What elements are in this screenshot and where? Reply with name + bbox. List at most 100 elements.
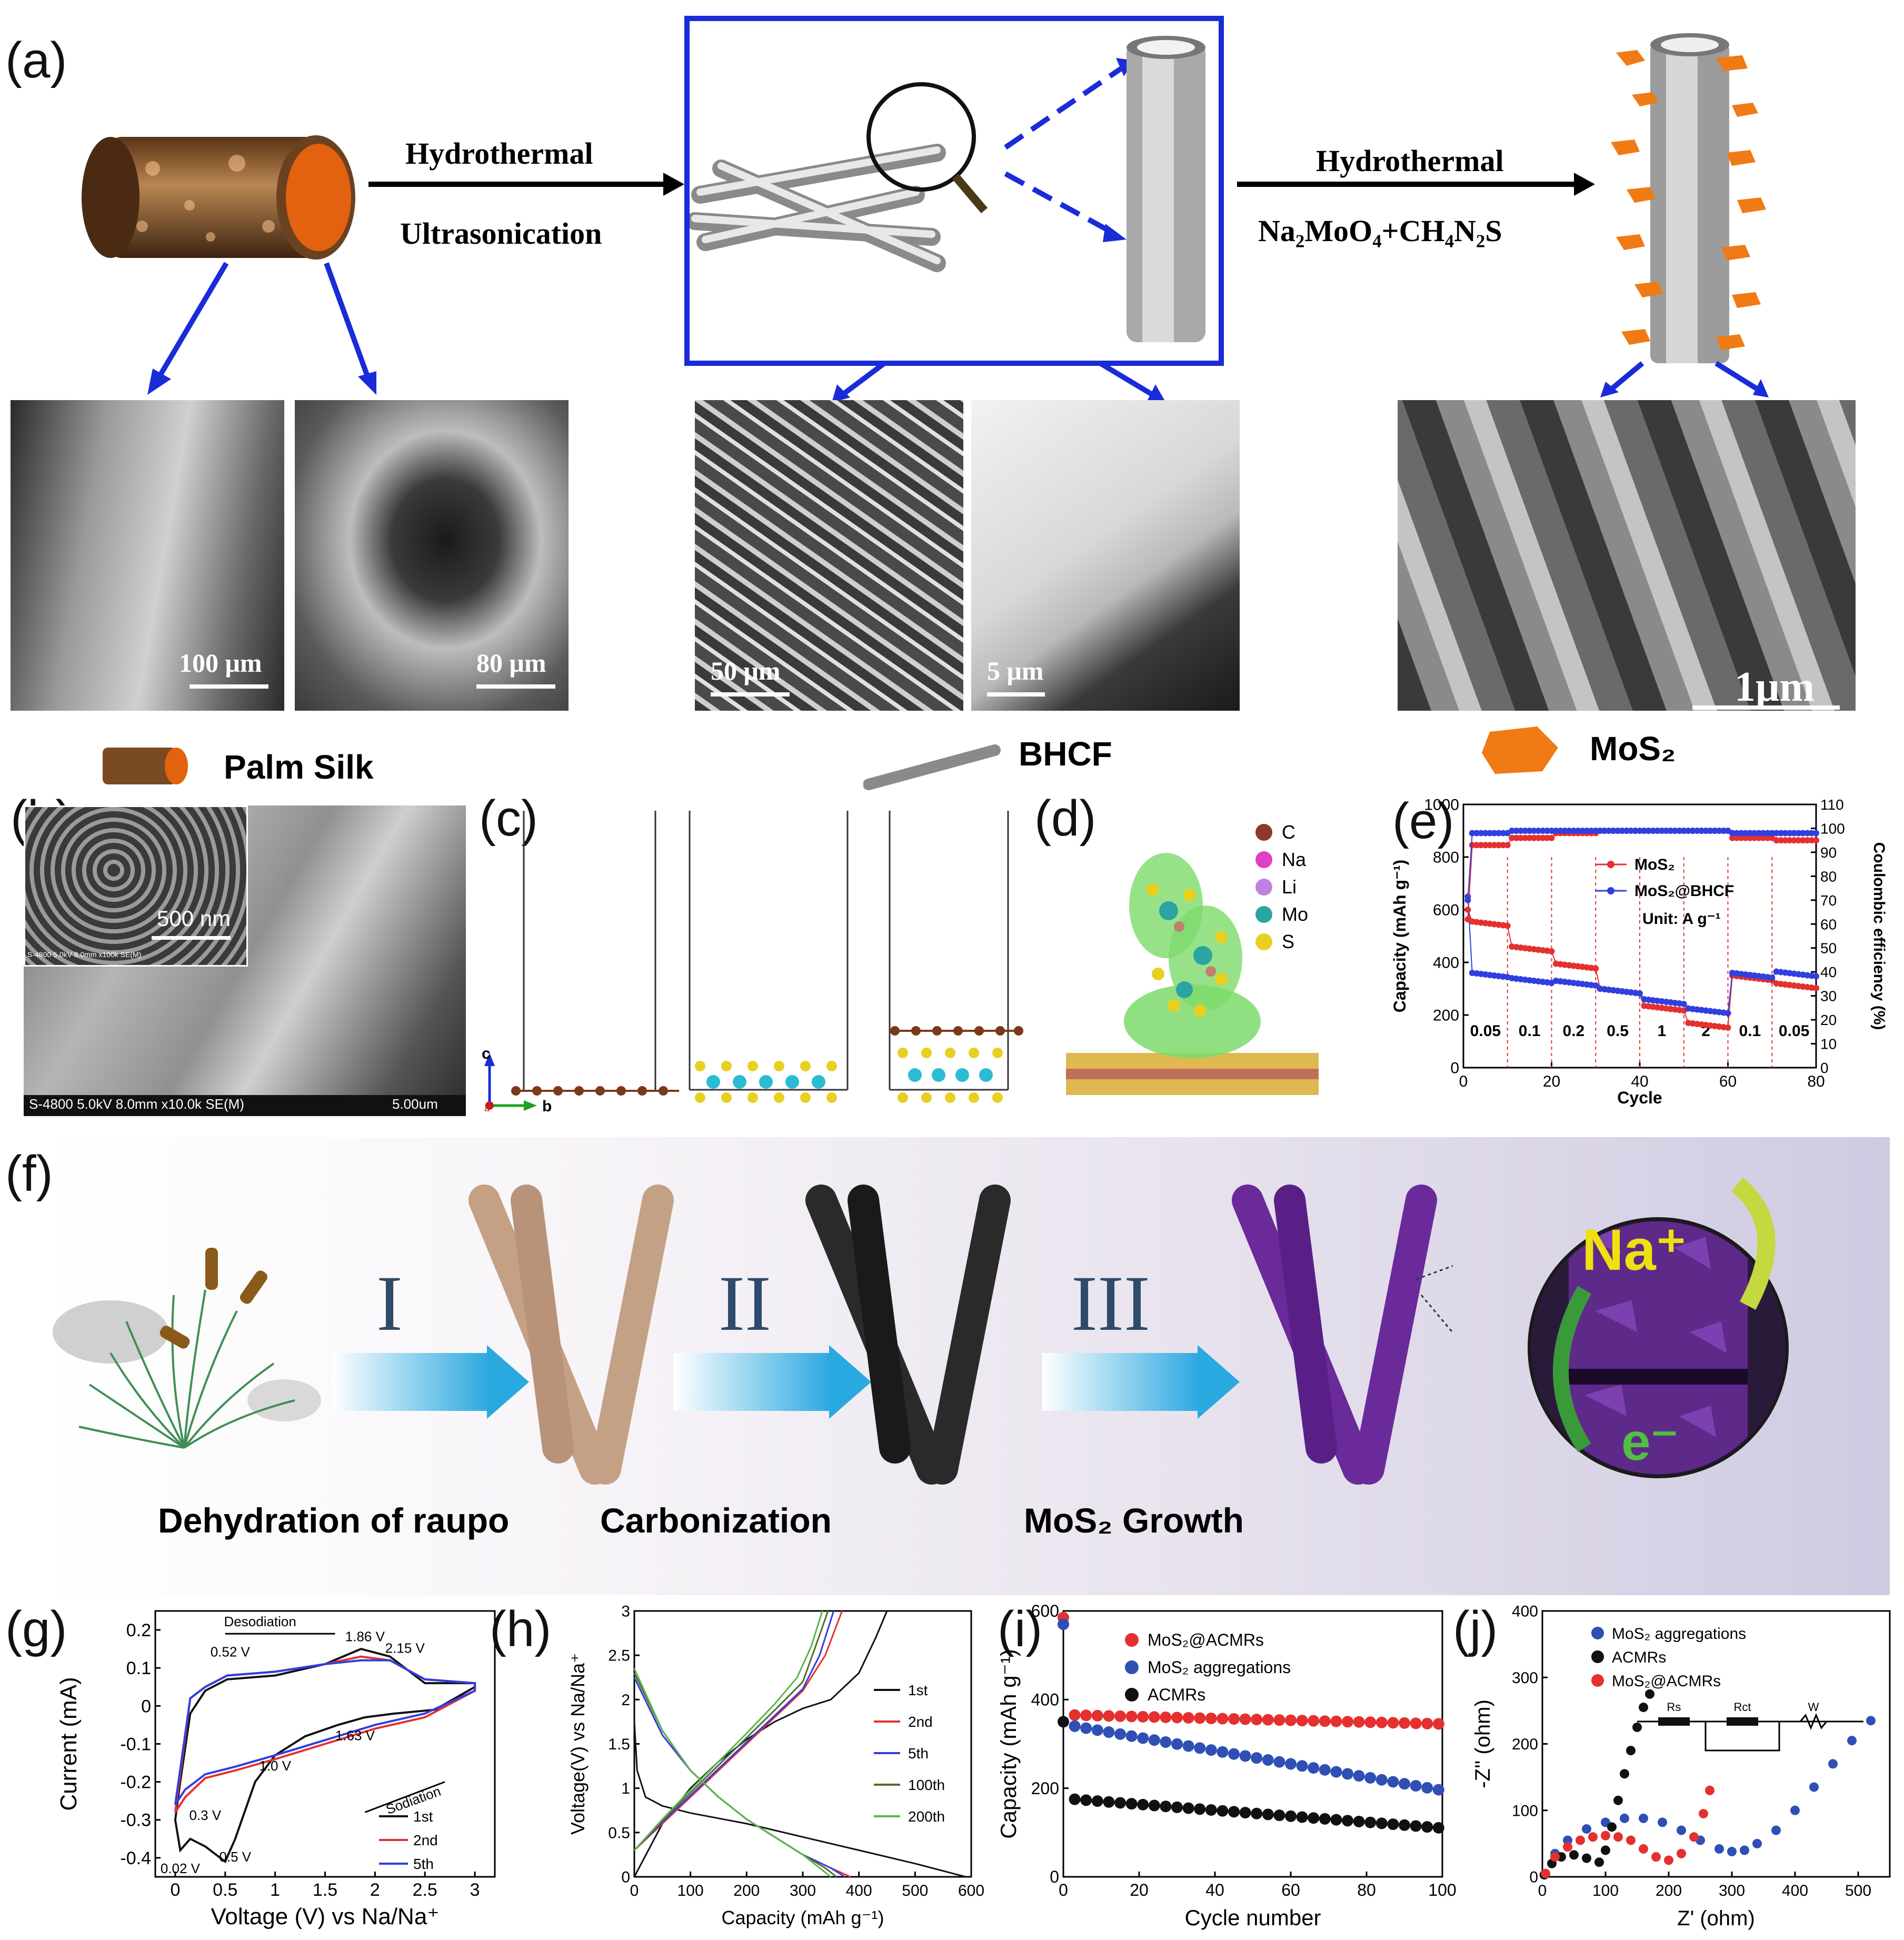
chart-e-rate-label: 0.1 bbox=[1739, 1022, 1761, 1040]
chart-i-point bbox=[1399, 1819, 1410, 1831]
chart-j-point bbox=[1714, 1844, 1724, 1854]
chart-g-annotation: 0.5 V bbox=[219, 1849, 251, 1865]
chart-i-point bbox=[1262, 1808, 1274, 1820]
chart-j-legend-marker bbox=[1591, 1627, 1604, 1639]
chart-i-point bbox=[1342, 1815, 1353, 1827]
chart-i-point bbox=[1410, 1717, 1422, 1729]
panel-label-a: (a) bbox=[5, 32, 67, 88]
chart-i-point bbox=[1364, 1816, 1377, 1828]
chart-i-xlabel: Cycle number bbox=[1184, 1905, 1321, 1930]
chart-g-ytick-label: -0.4 bbox=[120, 1848, 151, 1868]
chart-e-point bbox=[1769, 830, 1776, 837]
chart-h-charge-1 bbox=[633, 1610, 843, 1851]
chart-j-legend-label: MoS₂ aggregations bbox=[1612, 1625, 1746, 1643]
chart-h-xtick-label: 500 bbox=[902, 1882, 928, 1899]
chart-h-legend-label: 2nd bbox=[908, 1714, 933, 1730]
chart-i-first-point bbox=[1058, 1716, 1069, 1728]
chart-e-ytick-label: 200 bbox=[1433, 1007, 1459, 1024]
scale-bar-100um: 100 μm bbox=[179, 648, 262, 678]
chart-j-point bbox=[1677, 1825, 1686, 1835]
chart-i-point bbox=[1353, 1770, 1365, 1782]
chart-j-xtick-label: 0 bbox=[1538, 1882, 1547, 1899]
chart-i-point bbox=[1421, 1821, 1433, 1833]
chart-i-legend-marker bbox=[1125, 1688, 1139, 1702]
chart-j-point bbox=[1705, 1785, 1714, 1795]
chart-j-point bbox=[1639, 1844, 1648, 1854]
panel-b-footer-bar bbox=[24, 1095, 466, 1116]
chart-e-point bbox=[1742, 834, 1749, 841]
chart-h-ytick-label: 0 bbox=[621, 1869, 630, 1886]
chart-i-xtick-label: 80 bbox=[1357, 1881, 1376, 1899]
chart-e-point bbox=[1478, 842, 1484, 849]
chart-e-point bbox=[1738, 830, 1744, 837]
chart-i-point bbox=[1375, 1774, 1388, 1786]
chart-i-point bbox=[1262, 1714, 1274, 1726]
chart-i-point bbox=[1103, 1710, 1115, 1722]
chart-e-point bbox=[1813, 985, 1819, 991]
chart-j-point bbox=[1740, 1845, 1749, 1855]
chart-e-point bbox=[1799, 830, 1806, 837]
chart-e-ylabel: Capacity (mAh g⁻¹) bbox=[1390, 860, 1409, 1013]
step2-bottom-label: Na₂MoO₄+CH₄N₂S bbox=[1258, 214, 1502, 248]
chart-i-point bbox=[1148, 1734, 1160, 1746]
panel-label-j: (j) bbox=[1453, 1601, 1498, 1657]
axis-label-b: b bbox=[542, 1098, 552, 1115]
chart-j-point bbox=[1699, 1809, 1708, 1819]
chart-e-xtick-label: 60 bbox=[1719, 1073, 1737, 1090]
chart-e-point bbox=[1517, 828, 1524, 834]
chart-i-point bbox=[1432, 1784, 1444, 1796]
chart-e-y2tick-label: 40 bbox=[1820, 964, 1837, 980]
chart-e-ytick-label: 600 bbox=[1433, 902, 1459, 919]
step2-top-label: Hydrothermal bbox=[1316, 144, 1504, 178]
chart-e-point bbox=[1509, 834, 1516, 841]
chart-i-point bbox=[1262, 1754, 1274, 1766]
step-III-label: III bbox=[1071, 1260, 1150, 1347]
chart-j-point bbox=[1613, 1795, 1623, 1805]
chart-i-point bbox=[1330, 1715, 1342, 1727]
chart-i-point bbox=[1114, 1728, 1126, 1740]
chart-i-point bbox=[1160, 1800, 1172, 1813]
chart-e-point bbox=[1650, 828, 1657, 834]
chart-j-point bbox=[1632, 1722, 1642, 1732]
chart-i-point bbox=[1421, 1717, 1433, 1729]
chart-e-point bbox=[1504, 842, 1511, 849]
chart-i-point bbox=[1285, 1758, 1297, 1770]
raupo-tubes-illustration bbox=[468, 1185, 674, 1485]
chart-e-point bbox=[1557, 828, 1564, 834]
legend-dot-na bbox=[1255, 851, 1272, 868]
chart-i-point bbox=[1239, 1750, 1251, 1762]
chart-j-point bbox=[1576, 1835, 1585, 1845]
sem-panel-b: 500 nm S-4800 5.0kV 8.0mm x100k SE(M) S-… bbox=[24, 805, 466, 1116]
chart-h-ytick-label: 3 bbox=[621, 1603, 630, 1620]
chart-j-legend-marker bbox=[1591, 1674, 1604, 1687]
chart-h-xtick-label: 600 bbox=[958, 1882, 984, 1899]
chart-e-point bbox=[1464, 916, 1471, 923]
chart-e-point bbox=[1641, 828, 1648, 834]
chart-h-charge-4 bbox=[633, 1610, 823, 1851]
chart-j-point bbox=[1658, 1817, 1667, 1827]
panel-label-e: (e) bbox=[1392, 793, 1454, 849]
chart-j-legend-marker bbox=[1591, 1650, 1604, 1663]
palm-silk-legend-label: Palm Silk bbox=[224, 748, 374, 786]
step-I-label: I bbox=[376, 1260, 403, 1347]
inset-scale-label: 500 nm bbox=[157, 906, 231, 931]
chart-i-point bbox=[1171, 1801, 1183, 1813]
chart-e-rate-label: 1 bbox=[1658, 1022, 1667, 1040]
chart-h-discharge-1 bbox=[633, 1677, 851, 1878]
chart-e-point bbox=[1795, 837, 1802, 844]
chart-j-point bbox=[1594, 1857, 1604, 1867]
chart-h-legend-label: 100th bbox=[908, 1777, 945, 1793]
chart-i-point bbox=[1091, 1724, 1103, 1736]
chart-e-point bbox=[1592, 982, 1599, 989]
chart-i-point bbox=[1364, 1716, 1377, 1728]
chart-e-point bbox=[1729, 834, 1736, 841]
chart-e-point bbox=[1601, 828, 1608, 834]
chart-i-axes-frame bbox=[1062, 1610, 1443, 1878]
chart-h-discharge-2 bbox=[633, 1677, 845, 1878]
chart-e-point bbox=[1464, 907, 1471, 913]
chart-e-point bbox=[1482, 842, 1489, 849]
na-ion-label: Na⁺ bbox=[1582, 1218, 1687, 1282]
chart-i-point bbox=[1353, 1816, 1365, 1828]
chart-i-point bbox=[1125, 1798, 1138, 1810]
chart-i-point bbox=[1273, 1756, 1285, 1768]
